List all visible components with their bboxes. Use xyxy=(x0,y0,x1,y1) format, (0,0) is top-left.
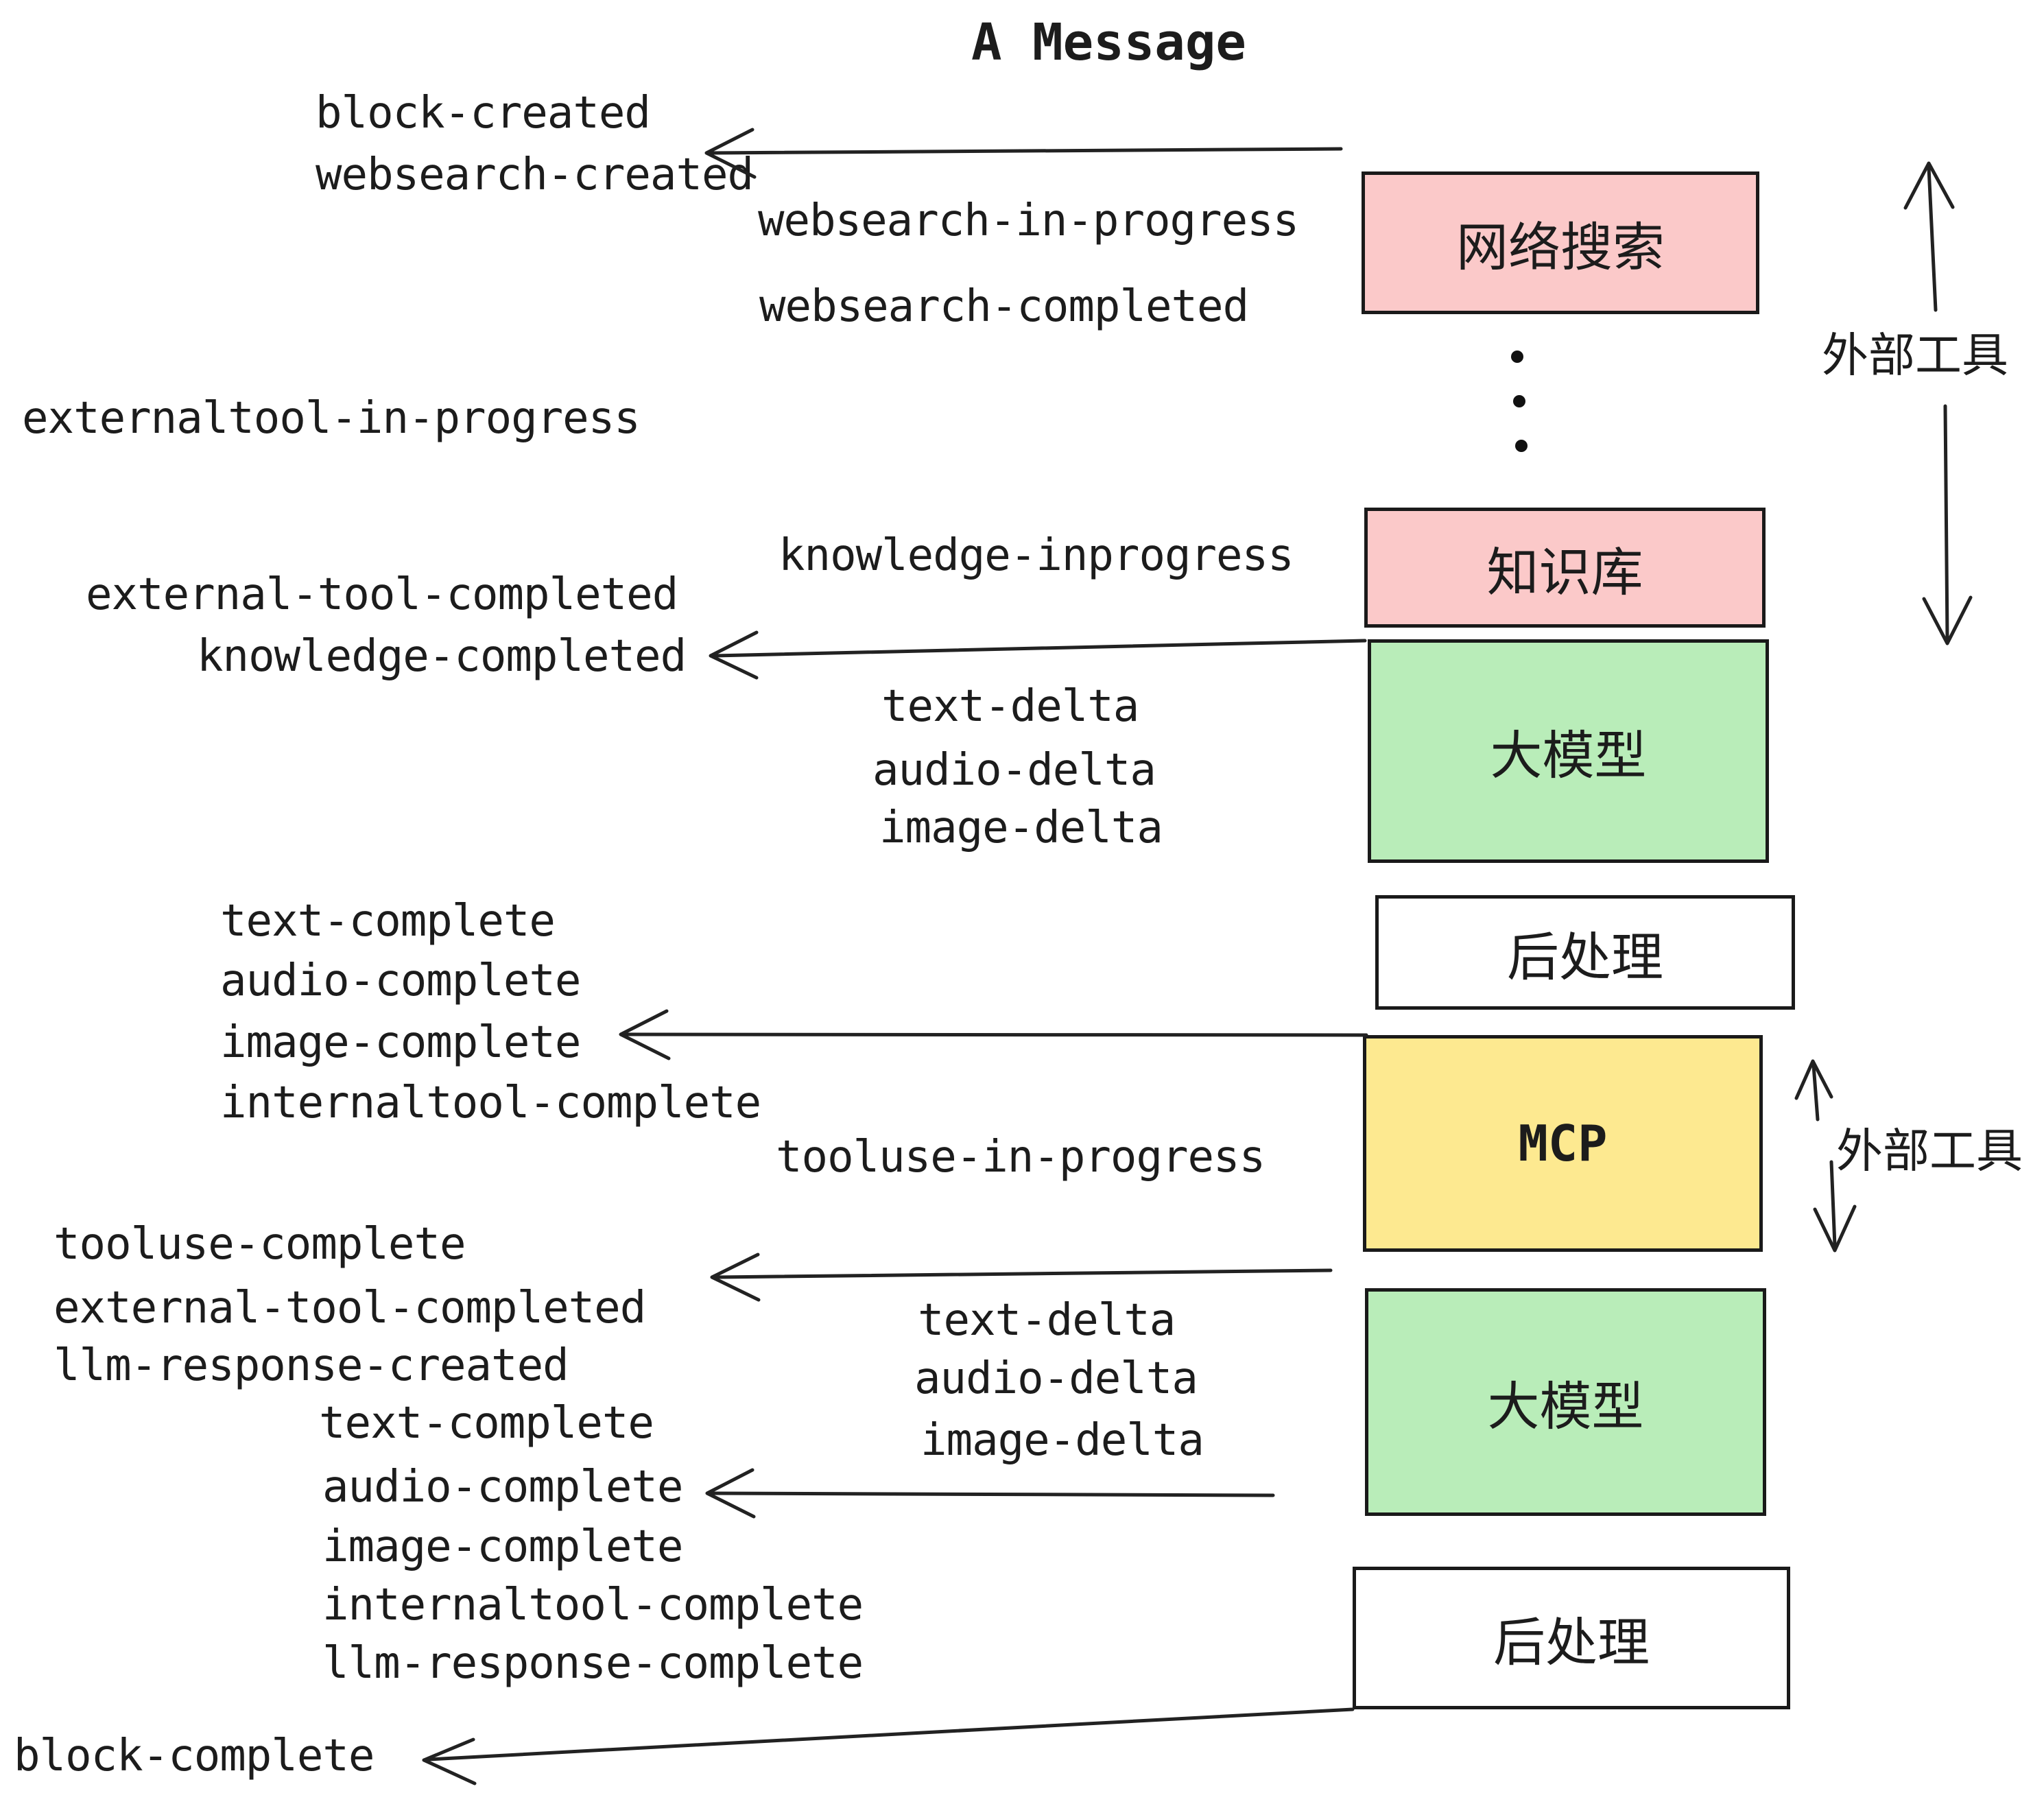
event-image-delta-2: image-delta xyxy=(920,1415,1204,1466)
node-mcp: MCP xyxy=(1363,1035,1763,1252)
event-websearch-in-progress: websearch-in-progress xyxy=(758,195,1299,246)
diagram-title: A Message xyxy=(971,13,1246,72)
arrow-external-tools-down-2 xyxy=(1813,1160,1857,1253)
event-tooluse-complete: tooluse-complete xyxy=(54,1219,466,1270)
event-internaltool-complete-1: internaltool-complete xyxy=(220,1078,761,1128)
event-text-delta-2: text-delta xyxy=(918,1295,1176,1346)
event-image-delta-1: image-delta xyxy=(879,803,1163,853)
node-llm-2: 大模型 xyxy=(1365,1288,1766,1516)
event-tooluse-in-progress: tooluse-in-progress xyxy=(776,1132,1265,1183)
node-web-search: 网络搜索 xyxy=(1362,171,1759,314)
event-external-tool-completed-1: external-tool-completed xyxy=(86,569,678,620)
node-postprocess-2: 后处理 xyxy=(1353,1567,1790,1709)
event-audio-delta-2: audio-delta xyxy=(914,1353,1198,1404)
arrow-to-block-complete xyxy=(422,1707,1355,1785)
event-block-complete: block-complete xyxy=(14,1731,375,1781)
arrow-to-audio-complete xyxy=(705,1468,1275,1519)
arrow-to-knowledge-completed xyxy=(709,630,1367,680)
ellipsis-dots xyxy=(1511,351,1528,452)
event-websearch-completed: websearch-completed xyxy=(759,281,1249,332)
arrow-to-websearch-created xyxy=(704,128,1343,179)
label-external-tools-2: 外部工具 xyxy=(1836,1125,2023,1178)
event-websearch-created: websearch-created xyxy=(316,150,754,200)
event-audio-delta-1: audio-delta xyxy=(872,745,1156,796)
event-image-complete-1: image-complete xyxy=(220,1017,581,1068)
node-llm-1: 大模型 xyxy=(1368,639,1769,863)
event-text-complete-1: text-complete xyxy=(220,896,556,947)
label-external-tools-1: 外部工具 xyxy=(1822,329,2009,382)
arrow-to-image-complete xyxy=(619,1009,1368,1060)
event-text-complete-2: text-complete xyxy=(319,1398,654,1449)
event-externaltool-in-progress: externaltool-in-progress xyxy=(22,393,641,444)
event-audio-complete-2: audio-complete xyxy=(322,1462,683,1512)
arrow-external-tools-down-1 xyxy=(1922,404,1973,645)
event-llm-response-created: llm-response-created xyxy=(54,1340,569,1391)
node-knowledge-base: 知识库 xyxy=(1364,508,1766,628)
event-audio-complete-1: audio-complete xyxy=(220,956,581,1006)
event-text-delta-1: text-delta xyxy=(881,681,1139,732)
event-knowledge-completed: knowledge-completed xyxy=(197,631,687,682)
event-image-complete-2: image-complete xyxy=(322,1521,683,1572)
event-block-created: block-created xyxy=(316,88,651,139)
arrow-external-tools-up-2 xyxy=(1794,1059,1833,1121)
arrow-external-tools-up-1 xyxy=(1903,161,1955,312)
arrow-to-tooluse-complete xyxy=(710,1253,1333,1302)
event-llm-response-complete: llm-response-complete xyxy=(322,1638,864,1689)
event-knowledge-inprogress: knowledge-inprogress xyxy=(779,530,1294,581)
event-external-tool-completed-2: external-tool-completed xyxy=(54,1283,646,1333)
node-postprocess-1: 后处理 xyxy=(1375,895,1795,1010)
event-internaltool-complete-2: internaltool-complete xyxy=(322,1580,864,1630)
